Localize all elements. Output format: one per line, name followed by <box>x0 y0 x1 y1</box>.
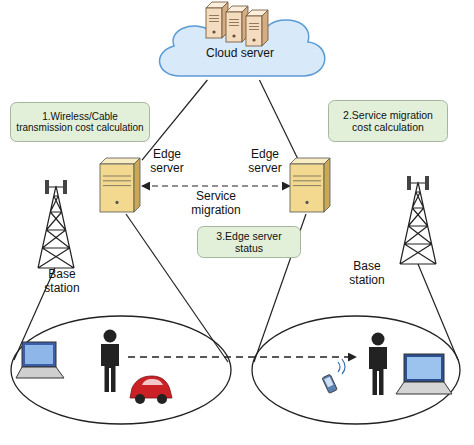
laptop-icon <box>16 342 64 378</box>
node-label: Edge server <box>144 148 190 176</box>
server-front <box>226 12 242 42</box>
migration-arrow <box>142 185 290 186</box>
node-label: Edge server <box>242 148 288 176</box>
server-top <box>290 158 330 164</box>
server-front <box>100 164 134 212</box>
server-slot <box>293 180 321 181</box>
car-icon <box>130 376 172 398</box>
server-icon <box>290 158 330 212</box>
base-station: Base station <box>394 174 442 264</box>
server-slot <box>229 25 239 26</box>
tower-antenna <box>47 186 65 187</box>
laptop-icon <box>25 345 53 364</box>
car-icon <box>130 376 172 404</box>
user-icon <box>101 330 119 393</box>
server-slot <box>229 22 239 23</box>
box-outline <box>11 103 150 142</box>
box-text: 2.Service migration cost calculation <box>328 100 448 142</box>
car-icon <box>157 394 167 404</box>
edge-label: Service migration <box>183 190 249 218</box>
node-label: Cloud server <box>148 47 332 61</box>
server-icon <box>246 10 268 46</box>
coverage-ellipse <box>252 316 460 424</box>
coverage-ellipse <box>11 316 231 424</box>
server-slot <box>293 185 321 186</box>
tower-antenna <box>409 182 427 183</box>
server-led <box>115 201 118 204</box>
server-slot <box>293 176 321 177</box>
server-slot <box>209 15 219 16</box>
server-front <box>246 16 262 46</box>
cloud-server: Cloud server <box>148 0 332 80</box>
phone-icon <box>324 377 333 388</box>
server-icon <box>206 2 228 38</box>
signal-waves <box>338 359 345 374</box>
node-label: Base station <box>342 260 392 288</box>
server-slot <box>103 176 131 177</box>
step-box: 2.Service migration cost calculation <box>328 100 448 142</box>
signal-waves <box>338 362 340 372</box>
cloud-shape <box>148 0 332 80</box>
signal-waves <box>342 359 345 374</box>
server-slot <box>229 19 239 20</box>
server-slot <box>249 26 259 27</box>
server-led <box>232 34 235 37</box>
base-station: Base station <box>32 178 80 268</box>
step-box: 3.Edge server status <box>197 226 301 258</box>
server-front <box>290 164 324 212</box>
server-slot <box>249 23 259 24</box>
server-side <box>262 10 268 46</box>
edge-server: Edge server <box>100 158 142 214</box>
server-led <box>252 38 255 41</box>
server-icon <box>100 158 140 212</box>
server-top <box>100 158 140 164</box>
node-label: Base station <box>38 268 86 296</box>
edge-server: Edge server <box>290 158 332 214</box>
server-led <box>212 30 215 33</box>
tower-lattice <box>400 182 436 264</box>
server-slot <box>103 185 131 186</box>
laptop-icon <box>22 342 56 367</box>
laptop-icon <box>396 354 452 394</box>
server-slot <box>209 21 219 22</box>
laptop-icon <box>404 354 444 382</box>
phone-icon <box>322 374 337 393</box>
server-side <box>134 158 140 212</box>
server-slot <box>103 180 131 181</box>
step-box: 1.Wireless/Cable transmission cost calcu… <box>10 102 150 142</box>
laptop-icon <box>407 357 441 379</box>
box-outline <box>198 227 301 258</box>
box-outline <box>329 101 448 142</box>
user-move-arrow <box>128 356 356 357</box>
laptop-icon <box>396 382 452 394</box>
server-front <box>206 8 222 38</box>
server-shape <box>100 158 142 214</box>
tower-lattice <box>38 186 74 268</box>
server-icon <box>226 6 248 42</box>
tower-shape <box>32 178 80 268</box>
server-shape <box>290 158 332 214</box>
box-text: 3.Edge server status <box>197 226 301 258</box>
laptop-icon <box>16 367 64 378</box>
car-icon <box>135 394 145 404</box>
server-led <box>305 201 308 204</box>
link-line <box>259 80 297 158</box>
server-slot <box>249 29 259 30</box>
user-icon <box>369 333 387 396</box>
box-text: 1.Wireless/Cable transmission cost calcu… <box>10 102 150 142</box>
phone-icon <box>322 374 337 393</box>
coverage-line <box>418 264 458 360</box>
server-side <box>324 158 330 212</box>
car-icon <box>142 379 163 385</box>
coverage-ellipse <box>11 316 460 424</box>
server-slot <box>209 18 219 19</box>
coverage-line <box>14 214 458 362</box>
tower-shape <box>394 174 442 264</box>
